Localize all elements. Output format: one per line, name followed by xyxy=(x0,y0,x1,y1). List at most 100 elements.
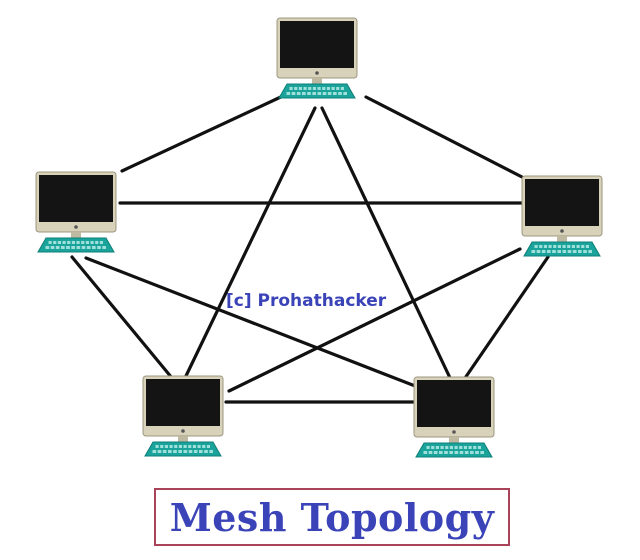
key xyxy=(206,445,210,448)
key xyxy=(66,246,70,249)
key xyxy=(97,246,101,249)
key xyxy=(473,446,477,449)
key xyxy=(445,446,449,449)
key xyxy=(174,445,178,448)
key xyxy=(50,246,55,249)
computer-icon xyxy=(521,175,603,257)
key xyxy=(585,245,589,248)
key xyxy=(576,245,580,248)
key xyxy=(423,451,428,454)
key xyxy=(322,87,326,90)
key xyxy=(71,241,75,244)
key xyxy=(317,87,321,90)
key xyxy=(581,245,585,248)
key xyxy=(541,250,546,253)
key xyxy=(583,250,587,253)
keyboard xyxy=(37,237,115,253)
key xyxy=(578,250,582,253)
key xyxy=(188,450,193,453)
key xyxy=(444,451,448,454)
monitor-stand xyxy=(71,232,81,238)
computer-icon xyxy=(413,376,495,458)
keyboard xyxy=(278,83,356,99)
key xyxy=(477,446,481,449)
diagram-title: Mesh Topology xyxy=(169,494,495,540)
key xyxy=(470,451,474,454)
computer-icon xyxy=(35,171,117,253)
key xyxy=(169,445,173,448)
key xyxy=(183,445,187,448)
key xyxy=(449,451,453,454)
key xyxy=(81,246,86,249)
key xyxy=(468,446,472,449)
key xyxy=(67,241,71,244)
key xyxy=(76,246,81,249)
key xyxy=(539,245,543,248)
key xyxy=(449,446,453,449)
watermark-text: [c] Prohathacker xyxy=(226,291,387,311)
key xyxy=(543,245,547,248)
key xyxy=(548,245,552,248)
key xyxy=(317,92,322,95)
monitor-screen xyxy=(417,380,491,427)
power-dot xyxy=(74,225,78,229)
key xyxy=(102,246,106,249)
key xyxy=(160,445,164,448)
key xyxy=(459,451,464,454)
diagram-title-box: Mesh Topology xyxy=(154,488,510,546)
key xyxy=(57,241,61,244)
key xyxy=(303,87,307,90)
key xyxy=(557,250,561,253)
key xyxy=(90,241,94,244)
power-dot xyxy=(315,71,319,75)
key xyxy=(454,446,458,449)
key xyxy=(322,92,327,95)
key xyxy=(286,92,291,95)
key xyxy=(571,245,575,248)
key xyxy=(536,250,541,253)
keyboard xyxy=(144,441,222,457)
key xyxy=(338,92,342,95)
key xyxy=(308,87,312,90)
key xyxy=(327,92,332,95)
key xyxy=(312,92,316,95)
key xyxy=(289,87,293,90)
key xyxy=(155,445,159,448)
key xyxy=(62,241,66,244)
key xyxy=(340,87,344,90)
key xyxy=(178,450,182,453)
key xyxy=(61,246,65,249)
key xyxy=(298,87,302,90)
key xyxy=(475,451,479,454)
key xyxy=(199,450,203,453)
link-left-bottom-right xyxy=(84,256,430,393)
key xyxy=(307,92,311,95)
key xyxy=(192,445,196,448)
key xyxy=(435,446,439,449)
key xyxy=(164,445,168,448)
key xyxy=(53,241,57,244)
monitor-stand xyxy=(557,236,567,242)
key xyxy=(588,250,592,253)
key xyxy=(76,241,80,244)
key xyxy=(92,246,96,249)
link-top-bottom-right xyxy=(320,106,453,382)
computer-icon xyxy=(276,17,358,99)
power-dot xyxy=(560,229,564,233)
key xyxy=(168,450,172,453)
key xyxy=(312,87,316,90)
monitor-stand xyxy=(449,437,459,443)
key xyxy=(152,450,157,453)
key xyxy=(193,450,198,453)
key xyxy=(95,241,99,244)
key xyxy=(183,450,188,453)
key xyxy=(572,250,577,253)
key xyxy=(553,245,557,248)
key xyxy=(333,92,337,95)
key xyxy=(464,451,469,454)
link-right-bottom-right xyxy=(461,255,550,383)
key xyxy=(294,87,298,90)
key xyxy=(459,446,463,449)
monitor-screen xyxy=(525,179,599,226)
